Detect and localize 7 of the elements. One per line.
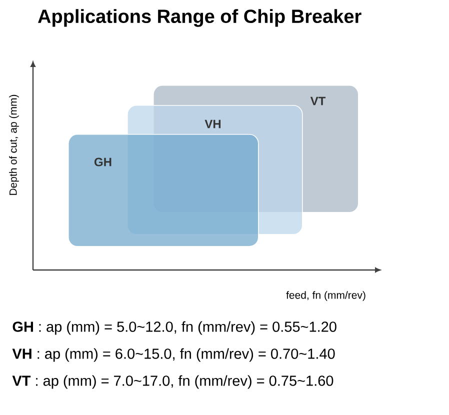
spec-line: VH : ap (mm) = 6.0~15.0, fn (mm/rev) = 0.70~1.40 [12,348,335,362]
spec-line: VT : ap (mm) = 7.0~17.0, fn (mm/rev) = 0.75~1.60 [12,375,334,389]
range-box: GH [68,134,259,247]
axis-label: Depth of cut, ap (mm) [9,94,19,195]
spec-line: GH : ap (mm) = 5.0~12.0, fn (mm/rev) = 0.55~1.20 [12,321,336,335]
axis-label: feed, fn (mm/rev) [286,291,366,301]
title: Applications Range of Chip Breaker [38,9,362,27]
